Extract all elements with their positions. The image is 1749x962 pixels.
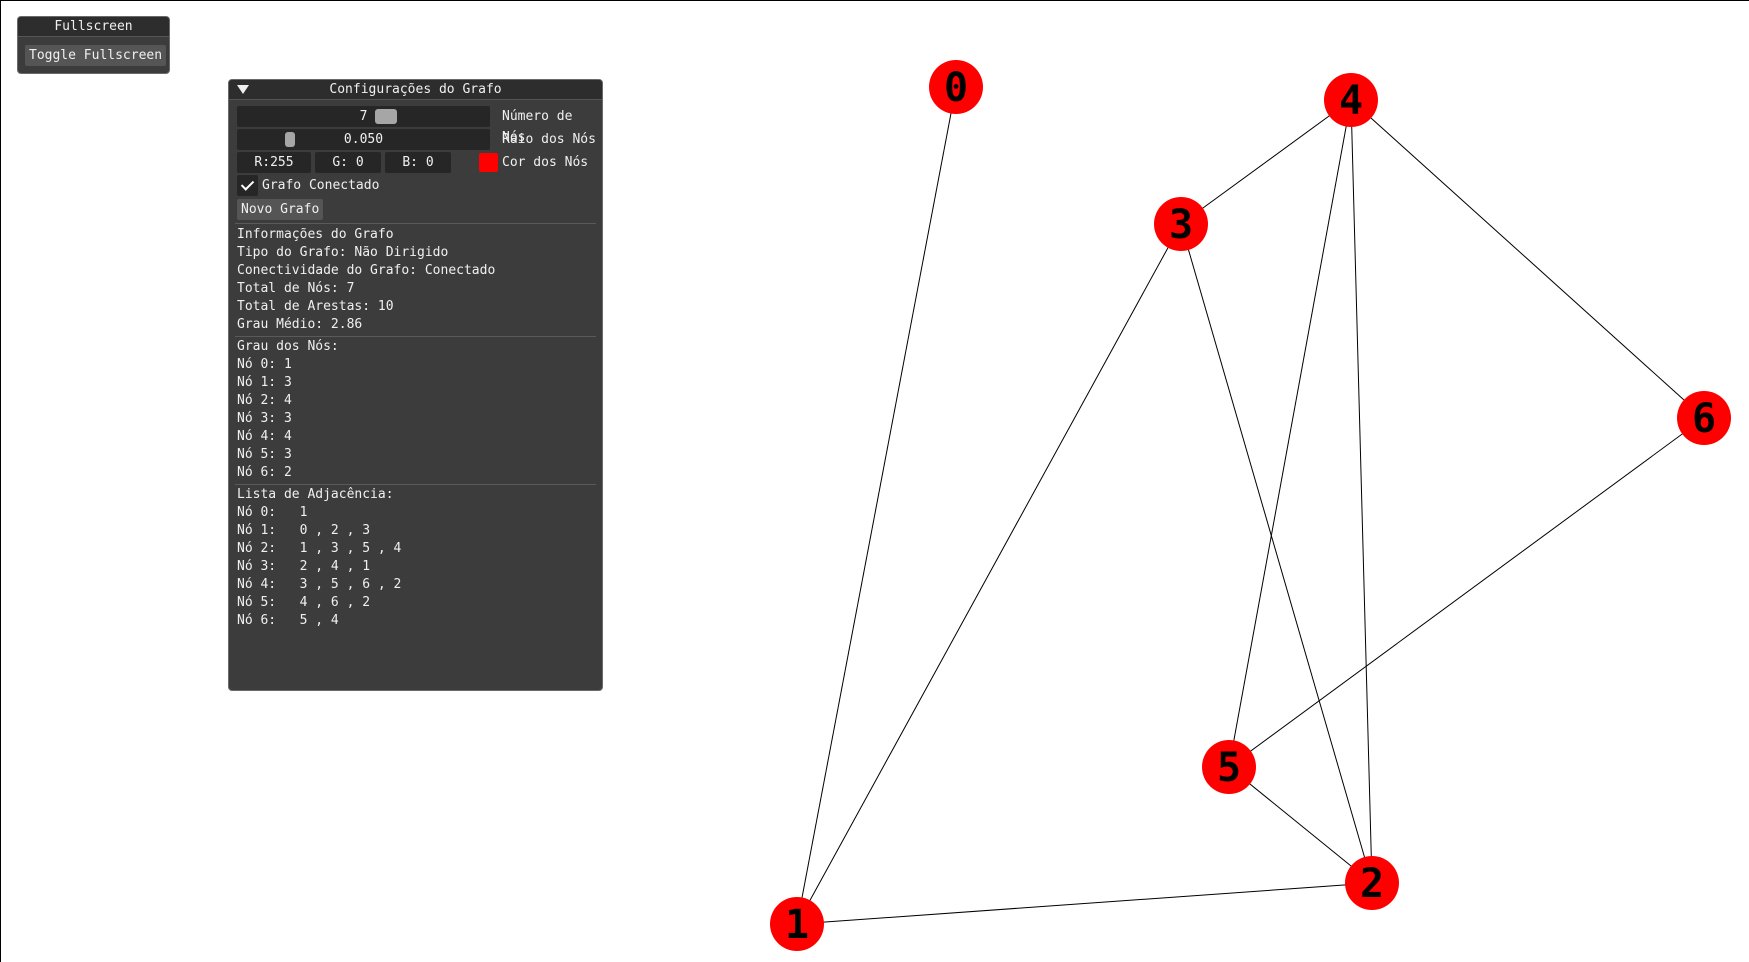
graph-edge <box>796 223 1182 925</box>
collapse-arrow-icon[interactable] <box>237 85 249 94</box>
graph-edge <box>1228 99 1352 768</box>
node-radius-value: 0.050 <box>343 132 384 147</box>
new-graph-button[interactable]: Novo Grafo <box>237 199 324 220</box>
separator <box>235 336 596 337</box>
degree-item: Nó 3: 3 <box>237 411 292 426</box>
graph-node-circle[interactable] <box>1154 197 1208 251</box>
graph-node-label: 6 <box>1692 396 1716 442</box>
connected-checkbox-label: Grafo Conectado <box>262 178 380 193</box>
graph-edge <box>796 882 1373 925</box>
adjacency-item: Nó 5: 4 , 6 , 2 <box>237 595 371 610</box>
graph-node-label: 5 <box>1217 745 1241 791</box>
graph-edge <box>1350 99 1705 419</box>
graph-edge <box>1180 223 1373 884</box>
info-graph-type: Tipo do Grafo: Não Dirigido <box>237 245 449 260</box>
color-r-field[interactable]: R:255 <box>237 152 311 173</box>
fullscreen-window-title[interactable]: Fullscreen <box>18 17 169 37</box>
degree-item: Nó 5: 3 <box>237 447 292 462</box>
adjacency-item: Nó 2: 1 , 3 , 5 , 4 <box>237 541 402 556</box>
color-b-field[interactable]: B: 0 <box>385 152 451 173</box>
graph-edge <box>1350 99 1373 884</box>
num-nodes-slider-grab[interactable] <box>375 109 397 124</box>
toggle-fullscreen-button[interactable]: Toggle Fullscreen <box>25 45 167 66</box>
window-border-top <box>0 0 1749 1</box>
graph-node-label: 0 <box>944 65 968 111</box>
info-connectivity: Conectividade do Grafo: Conectado <box>237 263 496 278</box>
graph-config-title: Configurações do Grafo <box>329 82 502 97</box>
num-nodes-value: 7 <box>359 109 368 124</box>
graph-edge <box>1228 417 1705 768</box>
node-radius-label: Raio dos Nós <box>502 132 596 147</box>
graph-node-circle[interactable] <box>1677 391 1731 445</box>
graph-edge <box>796 86 957 925</box>
adjacency-heading: Lista de Adjacência: <box>237 487 394 502</box>
graph-config-title-bar[interactable]: Configurações do Grafo <box>229 80 602 100</box>
info-total-edges: Total de Arestas: 10 <box>237 299 394 314</box>
graph-node-circle[interactable] <box>1202 740 1256 794</box>
graph-edge <box>1228 766 1373 884</box>
graph-node-circle[interactable] <box>770 897 824 951</box>
info-heading: Informações do Grafo <box>237 227 394 242</box>
degree-item: Nó 6: 2 <box>237 465 292 480</box>
degree-item: Nó 0: 1 <box>237 357 292 372</box>
graph-node[interactable]: 2 <box>1345 856 1399 910</box>
degree-item: Nó 1: 3 <box>237 375 292 390</box>
node-color-label: Cor dos Nós <box>502 155 589 170</box>
graph-node-circle[interactable] <box>1324 73 1378 127</box>
connected-checkbox[interactable] <box>237 175 258 196</box>
graph-node-label: 1 <box>785 902 809 948</box>
graph-node[interactable]: 4 <box>1324 73 1378 127</box>
graph-edge <box>1180 99 1352 225</box>
info-avg-degree: Grau Médio: 2.86 <box>237 317 363 332</box>
num-nodes-label: Número de Nós <box>502 109 573 145</box>
graph-node-label: 2 <box>1360 861 1384 907</box>
graph-node[interactable]: 6 <box>1677 391 1731 445</box>
adjacency-item: Nó 0: 1 <box>237 505 308 520</box>
degree-item: Nó 2: 4 <box>237 393 292 408</box>
adjacency-item: Nó 1: 0 , 2 , 3 <box>237 523 371 538</box>
degree-item: Nó 4: 4 <box>237 429 292 444</box>
separator <box>235 484 596 485</box>
graph-node[interactable]: 5 <box>1202 740 1256 794</box>
degree-heading: Grau dos Nós: <box>237 339 339 354</box>
adjacency-item: Nó 6: 5 , 4 <box>237 613 339 628</box>
graph-config-window: Configurações do Grafo 7 Número de Nós 0… <box>228 79 603 691</box>
separator <box>235 223 596 224</box>
check-icon <box>240 177 255 191</box>
graph-node[interactable]: 0 <box>929 60 983 114</box>
graph-node-circle[interactable] <box>929 60 983 114</box>
window-border-left <box>0 0 1 962</box>
info-total-nodes: Total de Nós: 7 <box>237 281 355 296</box>
color-g-field[interactable]: G: 0 <box>315 152 381 173</box>
node-color-swatch[interactable] <box>479 153 498 172</box>
adjacency-item: Nó 4: 3 , 5 , 6 , 2 <box>237 577 402 592</box>
num-nodes-slider[interactable]: 7 <box>237 106 490 127</box>
graph-node-circle[interactable] <box>1345 856 1399 910</box>
fullscreen-window: Fullscreen Toggle Fullscreen <box>17 16 170 74</box>
node-radius-slider-grab[interactable] <box>285 132 295 147</box>
graph-node-label: 3 <box>1169 202 1193 248</box>
graph-node-label: 4 <box>1339 78 1363 124</box>
graph-node[interactable]: 3 <box>1154 197 1208 251</box>
adjacency-item: Nó 3: 2 , 4 , 1 <box>237 559 371 574</box>
graph-node[interactable]: 1 <box>770 897 824 951</box>
node-radius-slider[interactable]: 0.050 <box>237 129 490 150</box>
